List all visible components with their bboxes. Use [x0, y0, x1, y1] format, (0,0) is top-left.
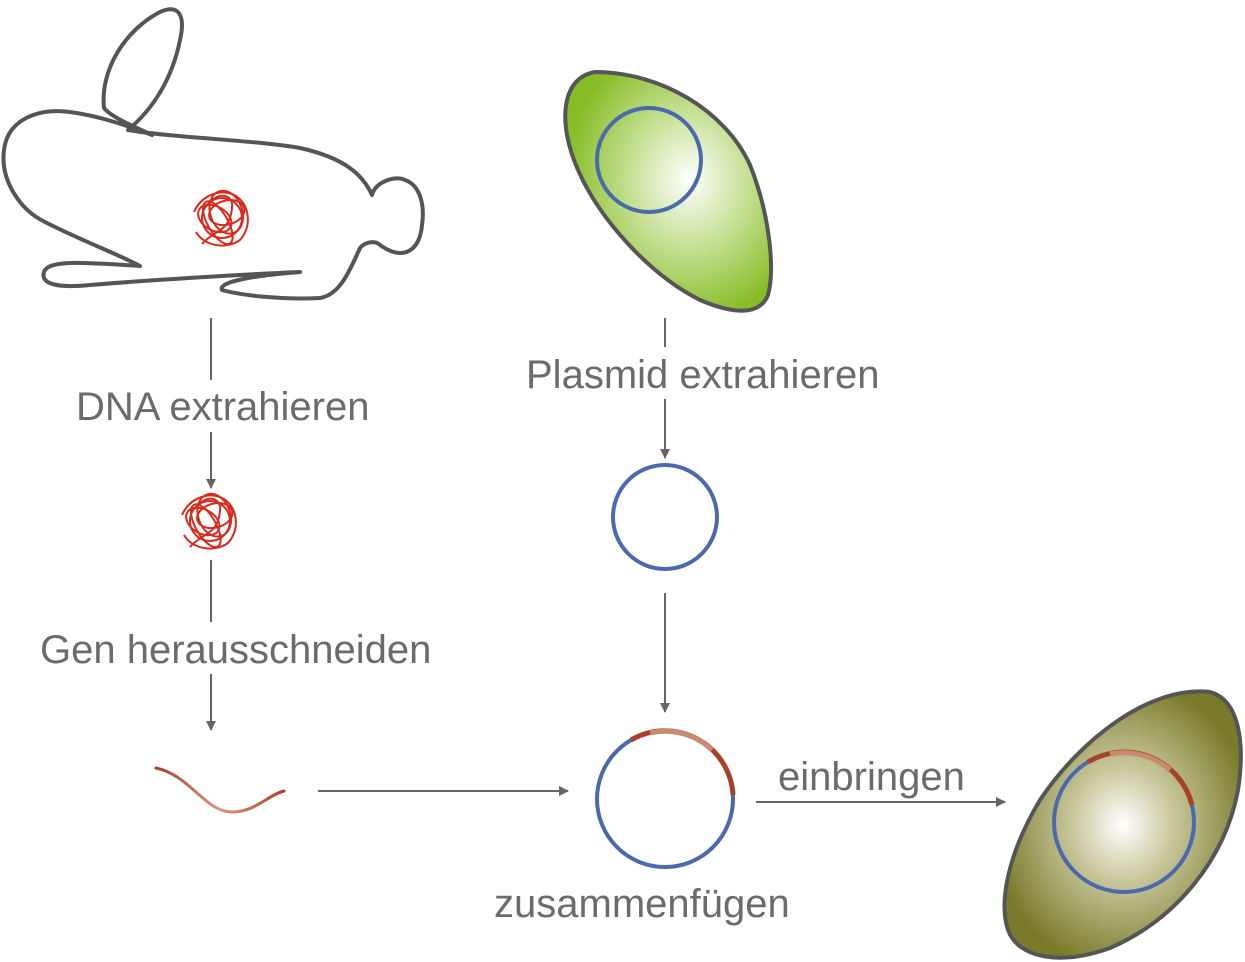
dna-tangle-icon [193, 189, 249, 247]
recombinant-plasmid-icon [595, 728, 736, 869]
gene-fragment-icon [154, 766, 286, 814]
label-insert: einbringen [778, 755, 965, 799]
recombinant-bacterium-icon [1002, 689, 1243, 960]
plasmid-ring-icon [595, 106, 703, 214]
label-plasmid-extract: Plasmid extrahieren [526, 353, 880, 397]
extracted-dna-tangle-icon [181, 492, 237, 550]
isolated-plasmid-icon [611, 463, 719, 571]
label-combine: zusammenfügen [494, 882, 790, 926]
label-gene-cut: Gen herausschneiden [40, 628, 431, 672]
bacterium-icon [563, 69, 773, 313]
label-dna-extract: DNA extrahieren [76, 385, 369, 429]
rabbit-outline-icon [1, 7, 425, 301]
